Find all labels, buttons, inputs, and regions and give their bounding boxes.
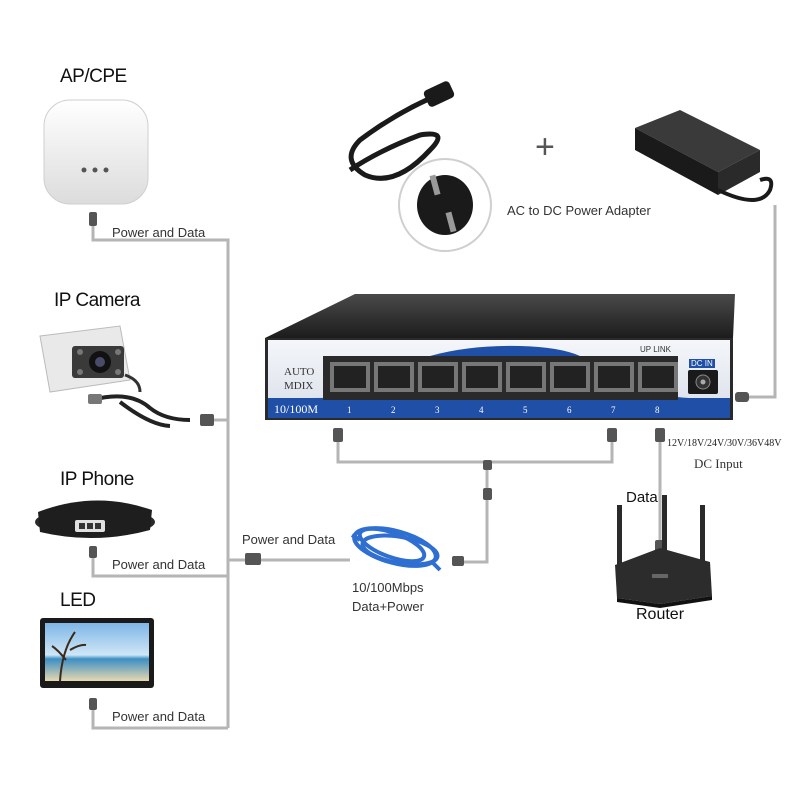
poe-switch-image: [265, 294, 735, 420]
wire-connectors: [89, 212, 749, 710]
cable-type-label: Data+Power: [352, 599, 424, 614]
switch-speed-label: 10/100M: [274, 402, 319, 416]
led-device-image: [40, 618, 154, 688]
dc-voltage-label: 12V/18V/24V/30V/36V48V: [667, 438, 782, 449]
port-8: [638, 362, 678, 392]
plus-sign: +: [535, 128, 555, 166]
led-link-label: Power and Data: [112, 709, 206, 724]
port-number-3: 3: [435, 405, 440, 415]
ap-title: AP/CPE: [60, 66, 127, 87]
switch-uplink-label: UP LINK: [640, 345, 671, 354]
port-number-7: 7: [611, 405, 616, 415]
switch-mdix-label: MDIX: [284, 380, 314, 392]
router-label: Router: [636, 606, 685, 623]
ap-link-label: Power and Data: [112, 225, 206, 240]
port-number-2: 2: [391, 405, 396, 415]
camera-title: IP Camera: [54, 290, 140, 311]
port-4: [462, 362, 502, 392]
router-image: [615, 495, 712, 608]
cable-speed-label: 10/100Mbps: [352, 580, 424, 595]
port-1: [330, 362, 370, 392]
led-title: LED: [60, 590, 96, 611]
center-link-label: Power and Data: [242, 532, 336, 547]
power-adapter-image: [635, 110, 774, 202]
phone-link-label: Power and Data: [112, 557, 206, 572]
port-number-8: 8: [655, 405, 660, 415]
port-5: [506, 362, 546, 392]
dc-input-label: DC Input: [694, 456, 743, 471]
camera-device-image: [39, 325, 191, 428]
port-3: [418, 362, 458, 392]
port-6: [550, 362, 590, 392]
port-number-5: 5: [523, 405, 528, 415]
adapter-label: AC to DC Power Adapter: [507, 203, 651, 218]
switch-ports: [330, 362, 678, 392]
network-cable-image: [350, 526, 442, 572]
phone-title: IP Phone: [60, 469, 134, 490]
port-number-6: 6: [567, 405, 572, 415]
router-data-label: Data: [626, 489, 658, 506]
switch-dcin-label: DC IN: [689, 359, 715, 368]
port-2: [374, 362, 414, 392]
port-number-1: 1: [347, 405, 352, 415]
ap-device-image: [43, 99, 149, 205]
switch-auto-label: AUTO: [284, 366, 315, 378]
port-7: [594, 362, 634, 392]
phone-device-image: [35, 500, 155, 539]
power-cord-image: [348, 81, 492, 252]
port-number-4: 4: [479, 405, 484, 415]
